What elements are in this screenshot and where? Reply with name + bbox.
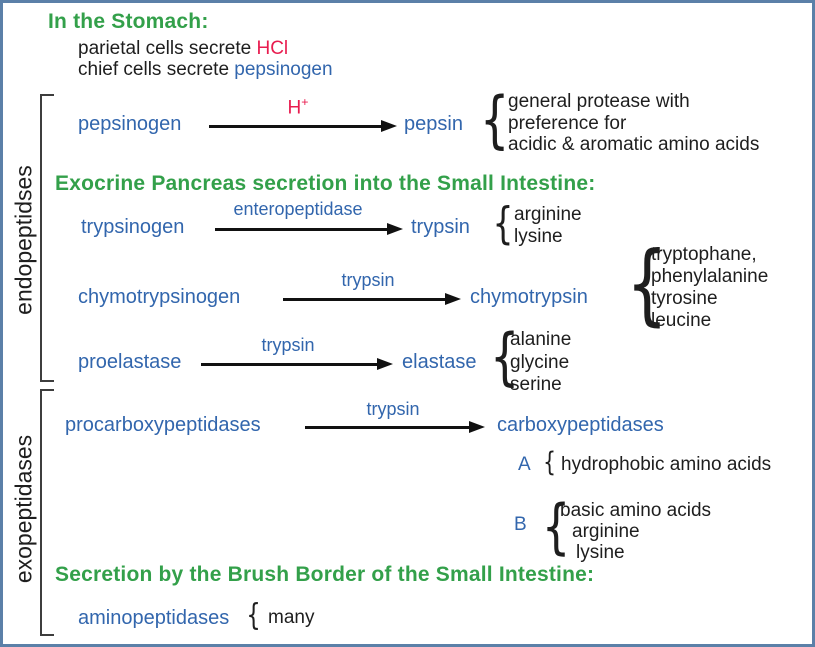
aminopeptidases-targets: many <box>268 607 314 629</box>
target-line: alanine <box>510 329 572 350</box>
target-line: tryptophane, <box>651 244 757 265</box>
substrate-procarboxypeptidases: procarboxypeptidases <box>65 414 261 436</box>
catalyst-enteropeptidase: enteropeptidase <box>233 199 363 219</box>
endopeptidases-bracket <box>40 94 42 382</box>
target-line: acidic & aromatic amino acids <box>508 134 760 155</box>
heading-brush-border: Secretion by the Brush Border of the Sma… <box>55 563 595 586</box>
reaction-arrow <box>283 293 461 306</box>
left-brace-icon <box>244 599 263 633</box>
arrow-shaft <box>209 125 385 128</box>
product-trypsin: trypsin <box>411 216 470 238</box>
reaction-arrow <box>215 223 403 236</box>
product-carboxypeptidases: carboxypeptidases <box>497 414 664 436</box>
product-pepsin: pepsin <box>404 113 463 135</box>
endopeptidases-bracket-top-foot <box>40 94 54 96</box>
catalyst-h: H <box>287 97 302 119</box>
side-label-endopeptidases: endopeptidses <box>10 165 37 315</box>
target-line: lysine <box>576 542 625 563</box>
target-line: phenylalanine <box>651 266 769 287</box>
pepsinogen-label: pepsinogen <box>234 59 333 80</box>
target-line: general protease with <box>508 91 690 112</box>
target-line: basic amino acids <box>560 500 712 521</box>
target-line: tyrosine <box>651 288 718 309</box>
target-line: many <box>268 607 315 628</box>
catalyst-trypsin: trypsin <box>366 399 420 419</box>
arrow-head-icon <box>387 223 403 235</box>
variant-a-targets: hydrophobic amino acids <box>561 454 771 476</box>
arrow-shaft <box>215 228 391 231</box>
parietal-prefix: parietal cells secrete <box>78 38 257 59</box>
hcl-label: HCl <box>256 38 289 59</box>
substrate-trypsinogen: trypsinogen <box>81 216 185 238</box>
enzyme-aminopeptidases: aminopeptidases <box>78 607 230 629</box>
chief-cells-line: chief cells secrete pepsinogen <box>78 59 333 81</box>
catalyst-h-plus: H+ <box>233 95 363 119</box>
pepsin-targets: general protease with preference for aci… <box>508 91 759 156</box>
arrow-head-icon <box>469 421 485 433</box>
substrate-pepsinogen: pepsinogen <box>78 113 182 135</box>
catalyst-plus-sup: + <box>301 95 309 109</box>
target-line: arginine <box>514 204 582 225</box>
catalyst-trypsin: trypsin <box>261 335 315 355</box>
substrate-chymotrypsinogen: chymotrypsinogen <box>78 286 241 308</box>
heading-stomach: In the Stomach: <box>48 10 209 33</box>
target-line: leucine <box>651 310 712 331</box>
substrate-proelastase: proelastase <box>78 351 182 373</box>
left-brace-icon <box>541 447 558 478</box>
target-line: arginine <box>572 521 640 542</box>
chymotrypsin-targets: tryptophane, phenylalanine tyrosine leuc… <box>651 244 768 332</box>
elastase-targets: alanine glycine serine <box>510 329 571 397</box>
reaction-arrow <box>201 358 393 371</box>
variant-a-label: A <box>518 454 531 475</box>
product-chymotrypsin: chymotrypsin <box>470 286 588 308</box>
variant-b-targets: basic amino acids arginine lysine <box>560 500 711 563</box>
trypsin-targets: arginine lysine <box>514 204 582 248</box>
arrow-head-icon <box>377 358 393 370</box>
target-line: lysine <box>514 226 563 247</box>
target-line: preference for <box>508 112 627 134</box>
endopeptidases-bracket-bottom-foot <box>40 380 54 382</box>
target-line: glycine <box>510 351 570 373</box>
arrow-shaft <box>283 298 449 301</box>
exopeptidases-bracket-top-foot <box>40 389 54 391</box>
left-brace-icon <box>489 199 517 249</box>
exopeptidases-bracket-bottom-foot <box>40 634 54 636</box>
target-line: hydrophobic amino acids <box>561 454 772 475</box>
reaction-arrow <box>209 120 397 133</box>
side-label-exopeptidases: exopeptidases <box>10 434 37 584</box>
arrow-shaft <box>201 363 381 366</box>
arrow-head-icon <box>381 120 397 132</box>
parietal-cells-line: parietal cells secrete HCl <box>78 38 288 60</box>
target-line: serine <box>510 374 562 395</box>
variant-b-label: B <box>514 514 527 535</box>
exopeptidases-bracket <box>40 389 42 636</box>
heading-pancreas: Exocrine Pancreas secretion into the Sma… <box>55 172 596 195</box>
chief-prefix: chief cells secrete <box>78 59 235 80</box>
catalyst-trypsin: trypsin <box>341 270 395 290</box>
reaction-arrow <box>305 421 485 434</box>
arrow-shaft <box>305 426 473 429</box>
arrow-head-icon <box>445 293 461 305</box>
product-elastase: elastase <box>402 351 477 373</box>
